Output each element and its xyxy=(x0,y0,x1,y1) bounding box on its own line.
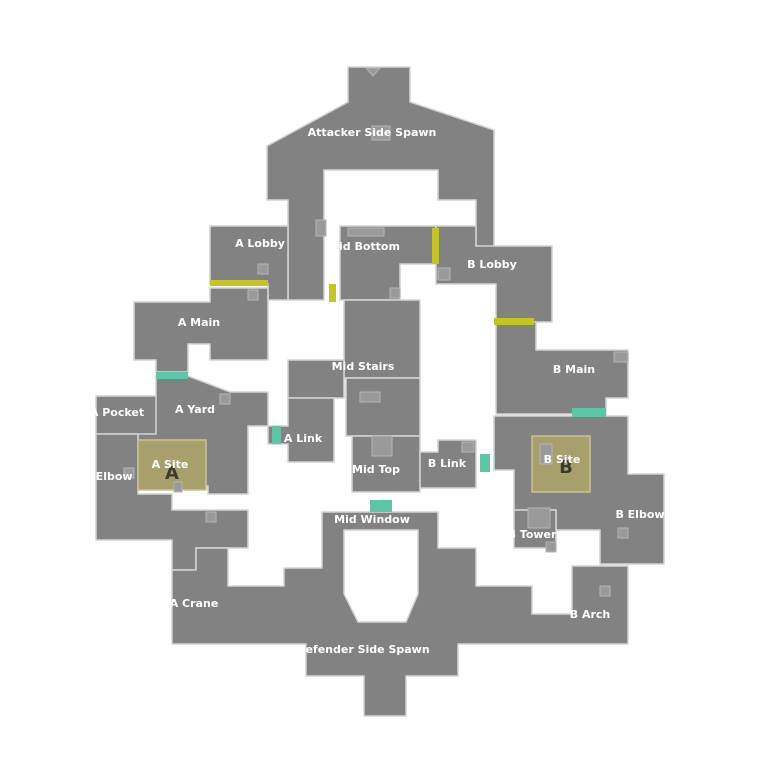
callout-defender-spawn: Defender Side Spawn xyxy=(296,643,429,656)
callout-b-arch: B Arch xyxy=(570,608,611,621)
a-pocket-area xyxy=(95,395,157,435)
callout-a-link: A Link xyxy=(284,432,323,445)
b-link-area xyxy=(419,439,477,489)
a-elbow-area xyxy=(95,433,249,571)
callout-a-yard: A Yard xyxy=(175,403,215,416)
callout-a-crane: A Crane xyxy=(170,597,219,610)
door-mid-window xyxy=(370,500,392,512)
barrier-a-lobby xyxy=(210,280,268,286)
callout-b-tower: B Tower xyxy=(508,528,557,541)
callout-a-lobby: A Lobby xyxy=(235,237,285,250)
mid-top-area xyxy=(351,435,421,493)
barrier-mid-bottom-right xyxy=(432,228,439,264)
door-a-main xyxy=(156,372,188,379)
callout-mid-top: Mid Top xyxy=(352,463,400,476)
callout-a-site: A Site xyxy=(152,458,189,471)
b-lobby-area xyxy=(435,225,553,323)
callout-mid-window: Mid Window xyxy=(334,513,410,526)
a-main-area xyxy=(133,287,269,373)
barrier-b-lobby xyxy=(494,318,534,325)
b-main-area xyxy=(495,321,629,415)
callout-b-elbow: B Elbow xyxy=(615,508,664,521)
callout-mid-bottom: Mid Bottom xyxy=(328,240,400,253)
a-site-plant-zone xyxy=(137,439,207,491)
callout-b-lobby: B Lobby xyxy=(467,258,517,271)
callout-a-main: A Main xyxy=(178,316,220,329)
barrier-mid-bottom-left xyxy=(329,284,336,302)
b-site-marker: B xyxy=(559,457,573,478)
door-a-link xyxy=(272,426,281,444)
callout-a-elbow: A Elbow xyxy=(83,470,132,483)
callout-attacker-spawn: Attacker Side Spawn xyxy=(308,126,437,139)
door-b-main xyxy=(572,408,606,417)
mid-stairs-area xyxy=(287,287,421,437)
a-site-marker: A xyxy=(165,463,179,484)
attacker-spawn-area xyxy=(266,66,495,301)
callout-b-link: B Link xyxy=(428,457,467,470)
defender-spawn-area xyxy=(171,511,629,717)
callout-b-main: B Main xyxy=(553,363,595,376)
callout-b-site: B Site xyxy=(544,453,581,466)
door-b-link xyxy=(480,454,490,472)
callout-a-pocket: A Pocket xyxy=(90,406,144,419)
callout-mid-stairs: Mid Stairs xyxy=(332,360,395,373)
